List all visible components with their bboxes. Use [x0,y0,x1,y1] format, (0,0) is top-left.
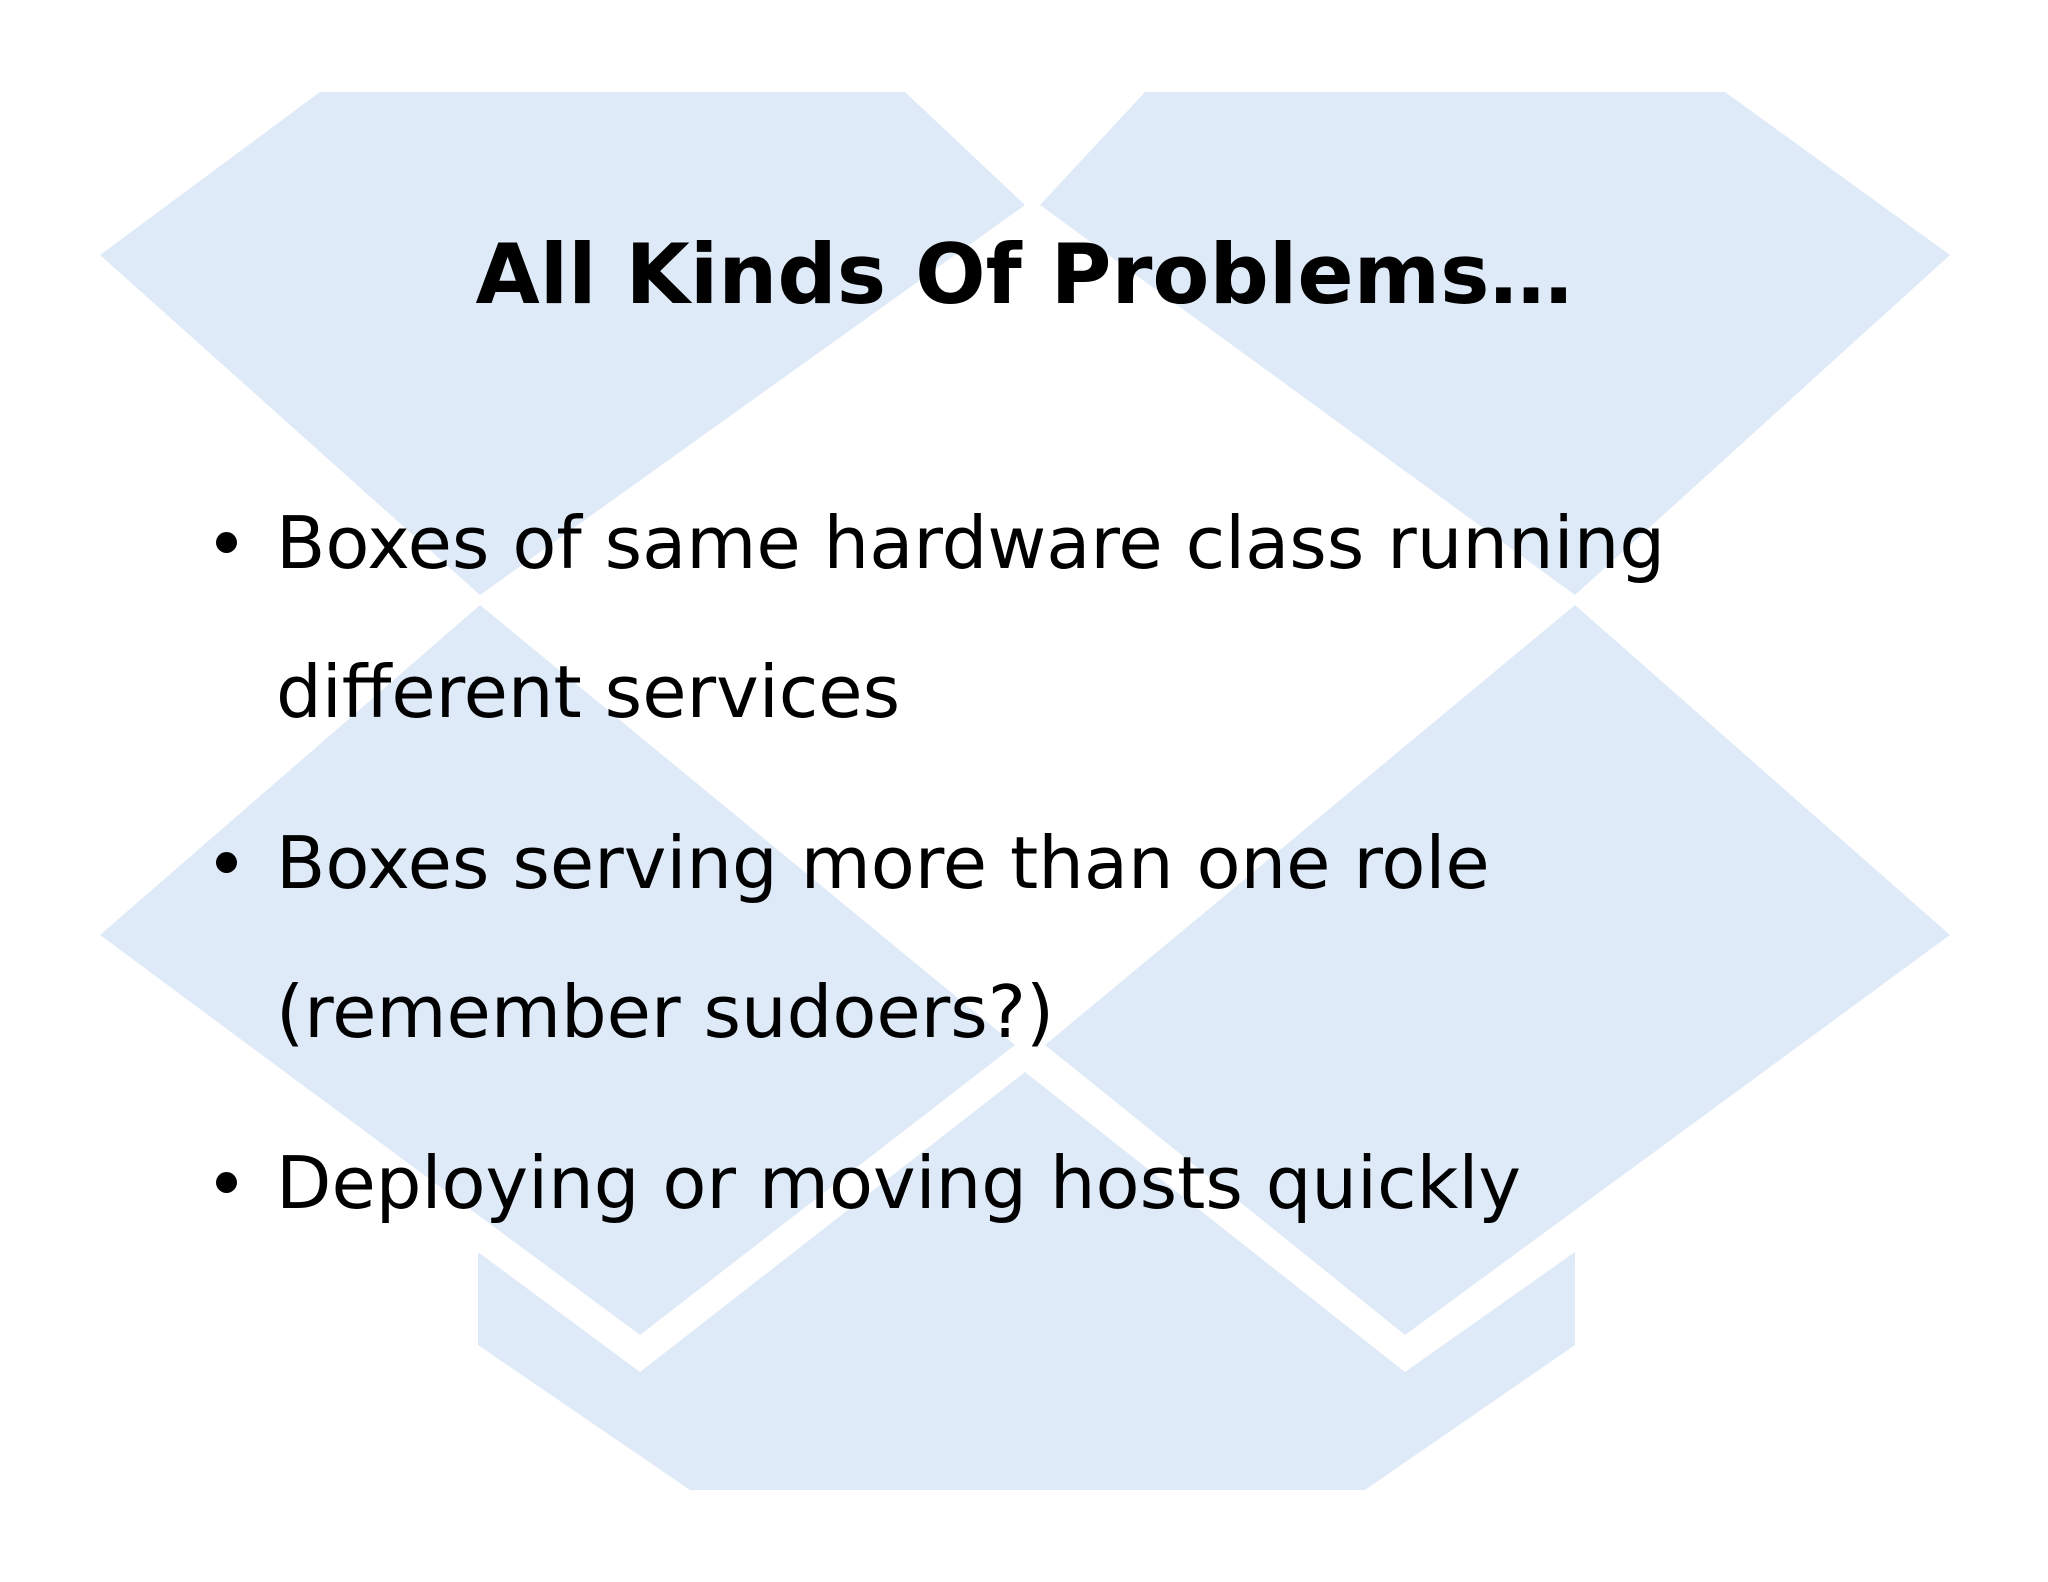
bullet-dot-icon [216,852,237,873]
bullet-dot-icon [216,532,237,553]
bullet-text: Boxes of same hardware class running dif… [276,501,1666,734]
slide-title: All Kinds Of Problems… [475,226,1573,323]
logo-flap-top-left [100,92,1025,595]
bullet-text: Deploying or moving hosts quickly [276,1141,1521,1225]
logo-panel-middle-right [1045,605,1950,1335]
bullet-text: Boxes serving more than one role (rememb… [276,821,1490,1054]
bullet-item-3: Deploying or moving hosts quickly [210,1109,1810,1258]
logo-flap-top-right [1040,92,1950,595]
bullet-dot-icon [216,1172,237,1193]
bullet-item-1: Boxes of same hardware class running dif… [210,469,1810,767]
bullet-list: Boxes of same hardware class running dif… [210,469,1810,1280]
logo-panel-middle-left [100,605,1015,1335]
bullet-item-2: Boxes serving more than one role (rememb… [210,789,1810,1087]
logo-box-bottom [478,1072,1575,1490]
